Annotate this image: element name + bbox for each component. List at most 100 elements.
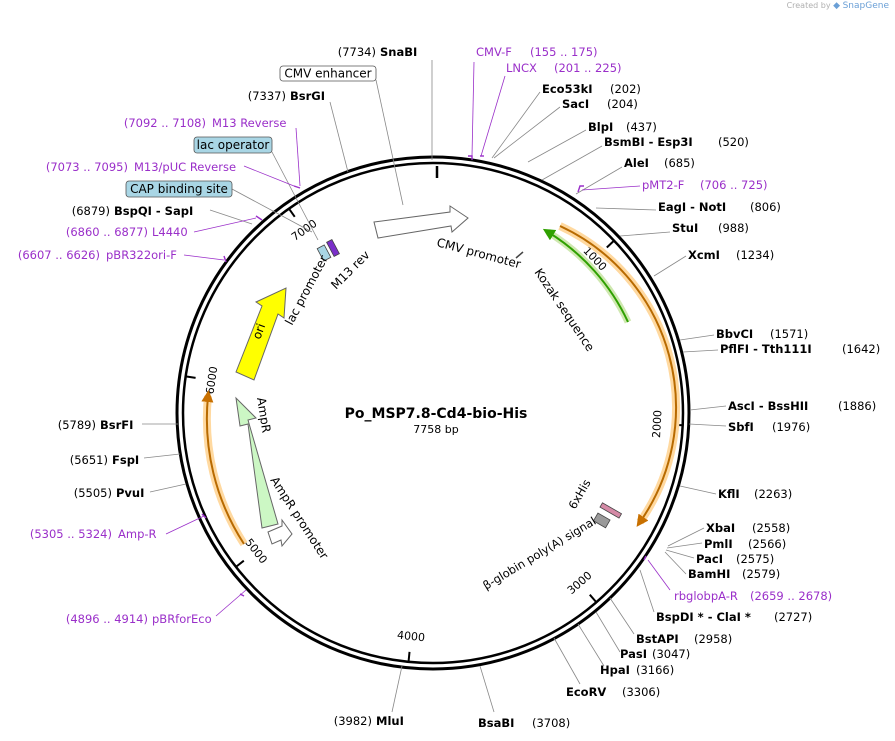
- enzyme-coord: (520): [718, 135, 749, 149]
- enzyme-name: BsrGI: [290, 89, 325, 103]
- enzyme-coord: (5651): [70, 453, 108, 467]
- ampr-arrow: [235, 396, 279, 529]
- enzyme-label[interactable]: AleI (685): [575, 156, 695, 195]
- enzyme-label[interactable]: EcoRV (3306): [553, 637, 660, 699]
- enzyme-label[interactable]: BamHI (2579): [664, 551, 780, 581]
- enzyme-name: BlpI: [588, 120, 613, 134]
- enzyme-name: BstAPI: [636, 632, 679, 646]
- enzyme-name: AscI - BssHII: [728, 399, 808, 413]
- backbone-inner-ring: [181, 161, 685, 665]
- ori-arrow: [235, 287, 287, 381]
- cmv-promoter-arrow: [373, 205, 469, 239]
- boxed-cmv-enhancer: CMV enhancer: [279, 65, 404, 206]
- enzyme-label[interactable]: BlpI (437): [527, 120, 657, 163]
- enzyme-coord: (2263): [754, 487, 792, 501]
- enzyme-name: Eco53kI: [542, 82, 593, 96]
- enzyme-coord: (5789): [58, 418, 96, 432]
- enzyme-name: EcoRV: [566, 685, 606, 699]
- primer-label[interactable]: (7092 .. 7108) M13 Reverse: [124, 116, 301, 187]
- primer-coord: (7092 .. 7108): [124, 116, 206, 130]
- scale-tick-mark: [589, 594, 598, 603]
- scale-tick-mark: [606, 239, 615, 249]
- enzyme-label[interactable]: KflI (2263): [679, 485, 792, 501]
- backbone-outer-ring: [175, 155, 691, 671]
- enzyme-name: SacI: [562, 97, 589, 111]
- enzyme-coord: (3166): [636, 663, 674, 677]
- enzyme-label[interactable]: EagI - NotI (806): [595, 200, 781, 214]
- primer-name: M13/pUC Reverse: [134, 160, 236, 174]
- enzyme-name: SbfI: [728, 420, 754, 434]
- enzyme-coord: (437): [626, 120, 657, 134]
- enzyme-label[interactable]: AscI - BssHII (1886): [689, 399, 876, 413]
- primer-label[interactable]: LNCX (201 .. 225): [480, 61, 622, 157]
- enzyme-name: SnaBI: [380, 45, 417, 59]
- enzyme-label[interactable]: PasI (3047): [595, 611, 690, 661]
- polya-signal-feature: [592, 512, 611, 529]
- primer-label[interactable]: (6607 .. 6626) pBR322ori-F: [18, 248, 225, 262]
- primer-name: CMV-F: [476, 45, 512, 59]
- primer-label[interactable]: (4896 .. 4914) pBRforEco: [66, 589, 247, 626]
- enzyme-label[interactable]: PflFI - Tth111I (1642): [682, 342, 880, 356]
- enzyme-label[interactable]: (3982) MluI: [334, 665, 404, 728]
- enzyme-label[interactable]: PacI (2575): [665, 549, 774, 566]
- enzyme-label[interactable]: SbfI (1976): [688, 420, 810, 434]
- enzyme-label[interactable]: BsmBI - Esp3I (520): [541, 135, 749, 181]
- primer-name: pBRforEco: [152, 612, 212, 626]
- primer-label[interactable]: (6860 .. 6877) L4440: [66, 217, 257, 239]
- enzyme-name: BsrFI: [100, 418, 133, 432]
- enzyme-coord: (2558): [752, 521, 790, 535]
- enzyme-label[interactable]: (5789) BsrFI: [58, 418, 178, 432]
- enzyme-label[interactable]: PmlI (2566): [666, 537, 786, 551]
- enzyme-label[interactable]: (6879) BspQI - SapI: [72, 204, 253, 225]
- primer-label[interactable]: rbglobpA-R (2659 .. 2678): [647, 559, 832, 603]
- primer-coord: (706 .. 725): [700, 178, 768, 192]
- primer-name: LNCX: [506, 61, 537, 75]
- enzyme-name: PasI: [620, 647, 647, 661]
- enzyme-name: BsaBI: [478, 716, 514, 730]
- enzyme-label[interactable]: Eco53kI (202): [491, 82, 641, 159]
- enzyme-label[interactable]: (7337) BsrGI: [248, 89, 349, 173]
- scale-tick-mark: [235, 559, 245, 568]
- enzyme-coord: (7734): [338, 45, 376, 59]
- enzyme-label[interactable]: BspDI * - ClaI * (2727): [639, 569, 812, 624]
- enzyme-label[interactable]: BstAPI (2958): [609, 597, 732, 646]
- boxed-lac-operator: lac operator: [193, 136, 319, 241]
- enzyme-label[interactable]: XcmI (1234): [653, 248, 774, 277]
- enzyme-coord: (5505): [74, 486, 112, 500]
- enzyme-coord: (3306): [622, 685, 660, 699]
- primer-label[interactable]: (5305 .. 5324) Amp-R: [30, 515, 205, 541]
- primer-label[interactable]: pMT2-F (706 .. 725): [581, 178, 768, 192]
- enzyme-coord: (685): [664, 156, 695, 170]
- cmv-enhancer-label: CMV enhancer: [284, 67, 371, 81]
- primer-label[interactable]: (7073 .. 7095) M13/pUC Reverse: [46, 160, 295, 187]
- kozak-sequence-label: Kozak sequence: [532, 266, 598, 354]
- enzyme-label[interactable]: BbvCI (1571): [679, 327, 808, 341]
- snapgene-logo-icon: ◆: [833, 1, 841, 11]
- enzyme-name: EagI - NotI: [658, 200, 726, 214]
- enzyme-label[interactable]: BsaBI (3708): [478, 665, 570, 730]
- lac-operator-label: lac operator: [197, 138, 270, 152]
- primer-labels: CMV-F (155 .. 175) LNCX (201 .. 225) pMT…: [18, 45, 832, 626]
- kozak-sequence-arc-core: [542, 228, 629, 323]
- enzyme-label[interactable]: StuI (988): [619, 221, 749, 237]
- enzyme-label[interactable]: HpaI (3166): [577, 623, 674, 677]
- enzyme-label[interactable]: SacI (204): [493, 97, 638, 159]
- ori-label: ori: [250, 322, 268, 341]
- enzyme-label[interactable]: (5505) PvuI: [74, 483, 187, 500]
- enzyme-coord: (1571): [770, 327, 808, 341]
- scale-tick-label: 3000: [565, 569, 595, 597]
- enzyme-coord: (2575): [736, 552, 774, 566]
- created-by-text: Created by: [786, 1, 831, 10]
- enzyme-labels: (7734) SnaBI Eco53kI (202) SacI (204) Bl…: [58, 45, 881, 730]
- primer-name: rbglobpA-R: [674, 589, 738, 603]
- plasmid-name: Po_MSP7.8-Cd4-bio-His: [345, 406, 528, 422]
- primer-coord: (5305 .. 5324): [30, 527, 112, 541]
- enzyme-name: MluI: [376, 714, 404, 728]
- enzyme-name: BbvCI: [716, 327, 753, 341]
- enzyme-label[interactable]: (7734) SnaBI: [338, 45, 433, 160]
- snapgene-brand-text: SnapGene: [842, 1, 889, 11]
- enzyme-label[interactable]: (5651) FspI: [70, 453, 181, 467]
- primer-name: L4440: [152, 225, 188, 239]
- primer-label[interactable]: CMV-F (155 .. 175): [471, 45, 598, 157]
- enzyme-label[interactable]: XbaI (2558): [667, 521, 790, 547]
